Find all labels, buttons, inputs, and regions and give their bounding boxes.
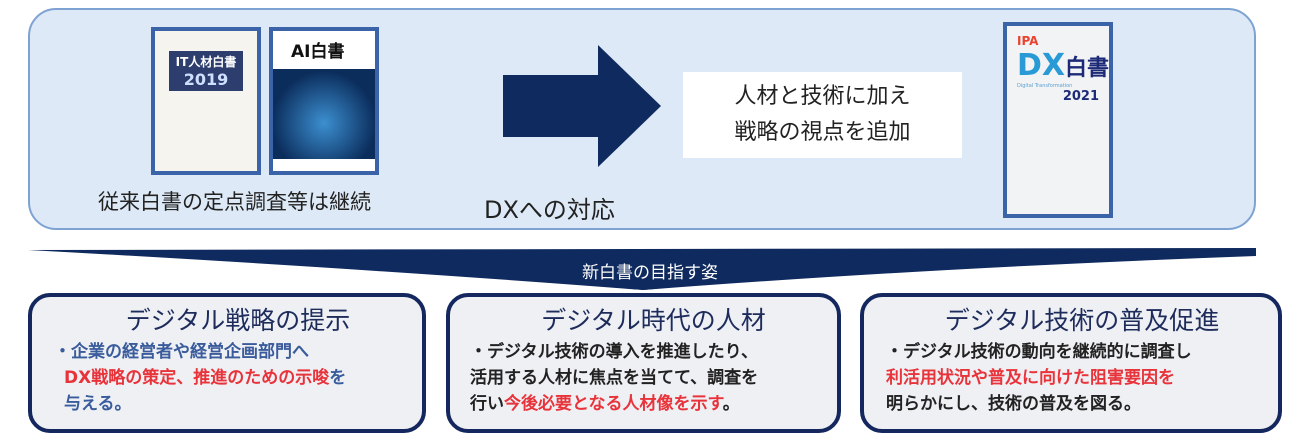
banner-title: 新白書の目指す姿	[582, 263, 718, 283]
goal-box-talent: デジタル時代の人材 ・デジタル技術の導入を推進したり、 活用する人材に焦点を当て…	[446, 293, 841, 433]
ai-hakusho-cover: AI白書	[269, 27, 379, 175]
dx-hakusho-cover: IPA DX白書 Digital Transformation 2021	[1003, 22, 1113, 218]
right-arrow-icon	[503, 45, 661, 167]
goal-box-technology: デジタル技術の普及促進 ・デジタル技術の動向を継続的に調査し 利活用状況や普及に…	[860, 293, 1282, 433]
message-box: 人材と技術に加え 戦略の視点を追加	[683, 72, 962, 158]
it-jinzai-cover: IT人材白書 2019	[151, 27, 261, 175]
network-image	[273, 69, 375, 159]
left-caption: 従来白書の定点調査等は継続	[98, 190, 371, 214]
banner-shape	[28, 248, 1256, 290]
arrow-caption: DXへの対応	[484, 196, 615, 224]
goal-box-strategy: デジタル戦略の提示 ・企業の経営者や経営企画部門へ DX戦略の策定、推進のための…	[28, 293, 426, 433]
